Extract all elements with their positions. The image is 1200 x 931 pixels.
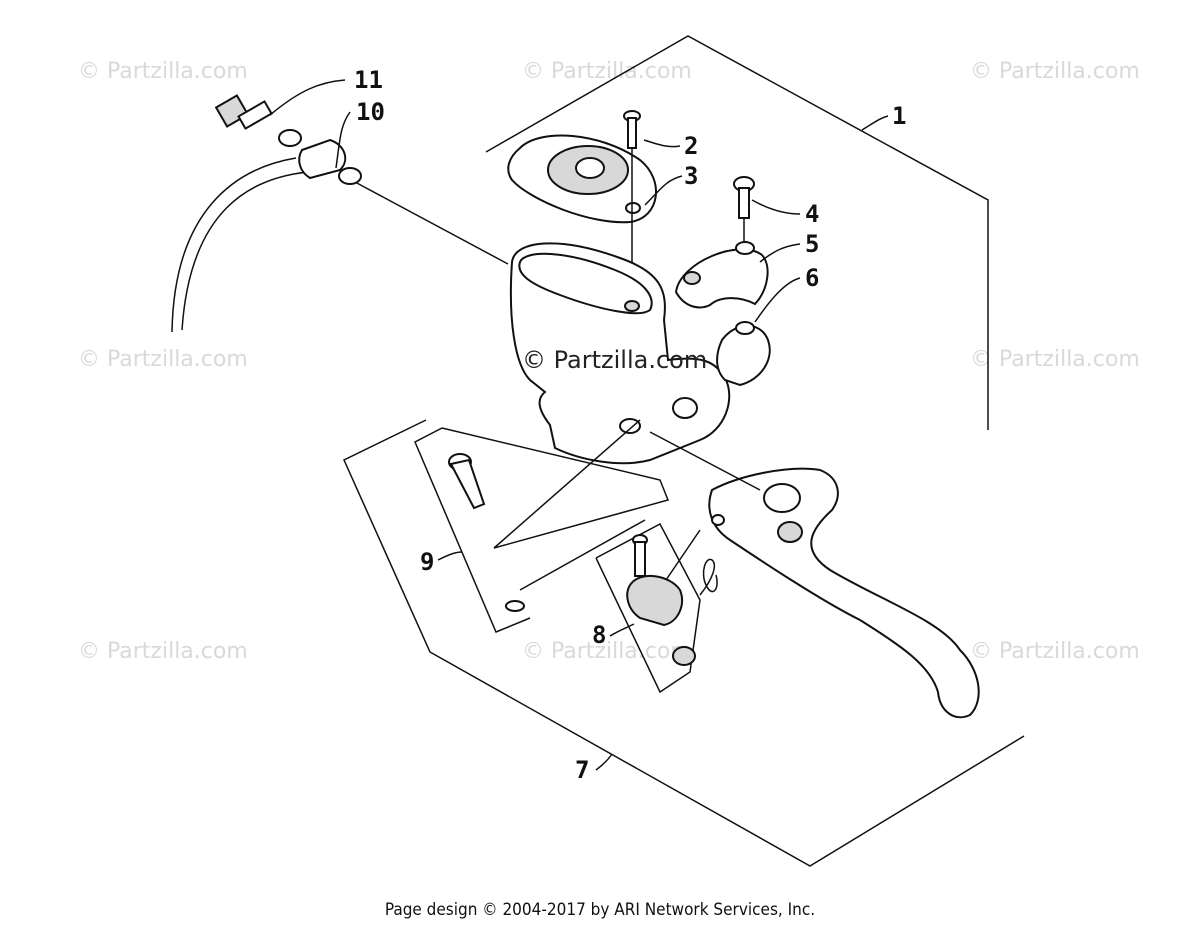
watermark: © Partzilla.com [78,59,248,84]
banjo-bolt [214,94,273,130]
pin-link-line [519,519,646,591]
assembly-1-bracket [485,35,989,430]
leader-8 [609,623,635,637]
screw-hole [624,300,640,312]
lever-hole [711,514,725,526]
watermark: © Partzilla.com [970,347,1140,372]
leader-6 [754,277,801,323]
pivot-pin [448,453,486,510]
callout-2: 2 [684,132,698,160]
callout-4: 4 [805,200,819,228]
adjuster-pin [632,534,648,577]
clamp-washer [735,241,755,255]
banjo-fitting [298,138,347,180]
washer [338,167,362,185]
pivot-boss [672,397,698,419]
handlebar-clamp [674,248,769,309]
clamp-bolt [733,176,755,246]
leader-9 [437,551,463,561]
leader-4 [751,199,801,215]
callout-11: 11 [354,66,383,94]
cap-screw-hole [625,202,641,214]
e-clip [505,600,525,612]
assembly-9-bracket [414,427,531,633]
watermark: © Partzilla.com [970,59,1140,84]
cap-center [575,157,605,179]
leader-1 [861,115,889,131]
callout-10: 10 [356,98,385,126]
washer [278,129,302,147]
return-spring [699,558,718,596]
callout-6: 6 [805,264,819,292]
assembly-8-bracket [595,522,701,694]
pin-to-body-line [493,419,641,549]
watermark: © Partzilla.com [522,59,692,84]
page-footer: Page design © 2004-2017 by ARI Network S… [384,900,816,920]
lever-pivot-hole [763,483,801,513]
clamp-washer-lower [735,321,755,335]
star-washer [672,646,696,666]
leader-3 [644,175,683,206]
callout-9: 9 [420,548,434,576]
lever-adjuster [777,521,803,543]
spring-link-line [665,529,701,581]
pivot-hole [619,418,641,434]
leader-11 [269,79,346,116]
leader-2 [643,139,681,148]
leader-10 [335,111,351,169]
reservoir-opening [518,252,653,315]
assembly-9-bracket-upper [441,427,670,549]
watermark-center: © Partzilla.com [522,346,707,374]
watermark: © Partzilla.com [522,639,692,664]
leader-5 [759,243,801,263]
callout-7: 7 [575,756,589,784]
brake-hose [171,157,309,333]
callout-8: 8 [592,621,606,649]
callout-3: 3 [684,162,698,190]
lever-link-line [649,431,761,491]
watermark: © Partzilla.com [78,347,248,372]
brake-lever [708,467,980,719]
callout-1: 1 [892,102,906,130]
clamp-hole [683,271,701,285]
adjuster-knob [626,574,683,627]
hose-link-line [354,181,509,265]
callout-5: 5 [805,230,819,258]
watermark: © Partzilla.com [970,639,1140,664]
watermark: © Partzilla.com [78,639,248,664]
assembly-7-bracket [343,419,1025,867]
leader-7 [595,753,613,771]
